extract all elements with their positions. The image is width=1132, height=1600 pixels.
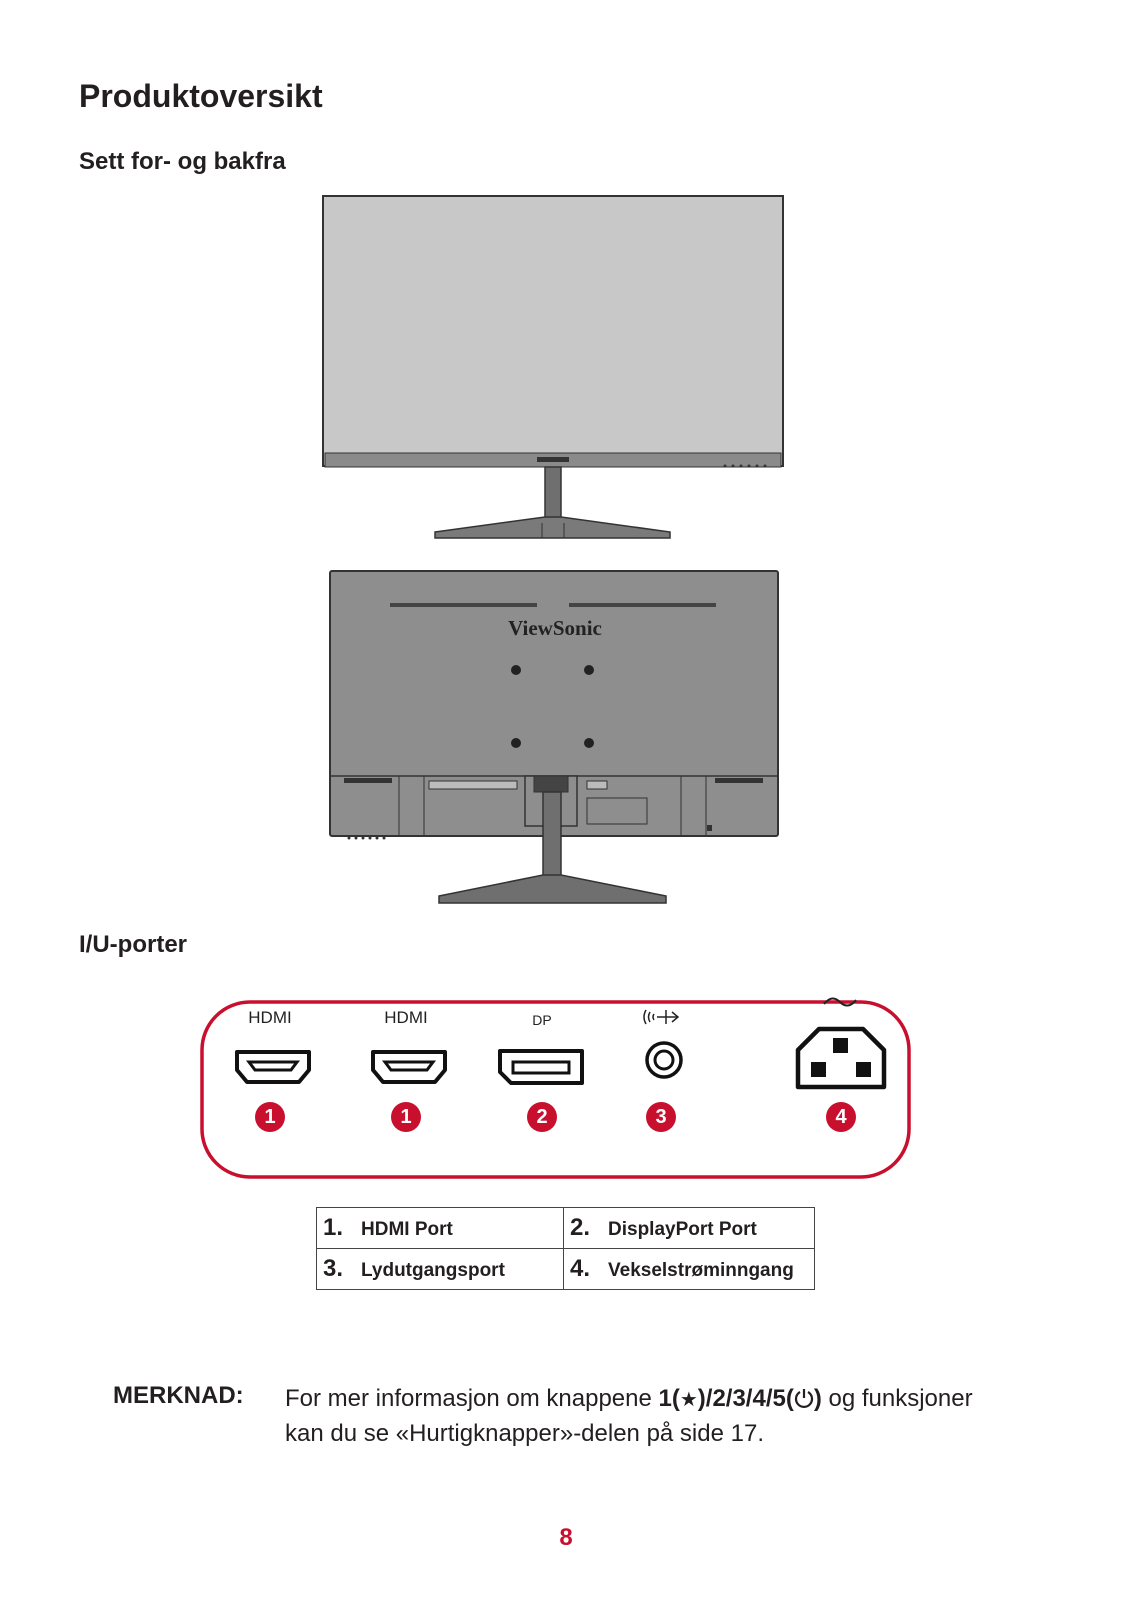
- port-badge-1: 1: [391, 1102, 421, 1132]
- legend-cell: 4. Vekselstrøminngang: [563, 1248, 815, 1290]
- legend-number: 4.: [570, 1255, 591, 1282]
- legend-number: 2.: [570, 1214, 591, 1241]
- ac-power-icon: [795, 1026, 887, 1090]
- note-buttons-3: ): [813, 1385, 822, 1412]
- legend-number: 1.: [323, 1214, 344, 1241]
- port-label-dp: DP: [532, 1012, 552, 1028]
- io-panel-border: [200, 1000, 911, 1179]
- hdmi-port-icon: [235, 1050, 311, 1084]
- legend-cell: 2. DisplayPort Port: [563, 1207, 815, 1249]
- port-label-hdmi-2: HDMI: [384, 1008, 428, 1027]
- page-number: 8: [559, 1524, 573, 1551]
- star-icon: ★: [679, 1389, 698, 1411]
- note-text-after: og funksjoner kan du se «Hurtigknapper»-…: [285, 1385, 973, 1447]
- section-heading-io-ports: I/U-porter: [79, 931, 187, 958]
- note-buttons-2: )/2/3/4/5(: [697, 1385, 794, 1412]
- port-badge-1: 1: [255, 1102, 285, 1132]
- port-badge-2: 2: [527, 1102, 557, 1132]
- note-buttons-1: 1(: [658, 1385, 680, 1412]
- port-legend-table: 1. HDMI Port 2. DisplayPort Port 3. Lydutga…: [316, 1207, 815, 1290]
- note-text: For mer informasjon om knappene 1(★)/2/3…: [285, 1382, 985, 1451]
- legend-cell: 1. HDMI Port: [316, 1207, 564, 1249]
- legend-label: Vekselstrøminngang: [608, 1260, 794, 1281]
- note-heading: MERKNAD:: [113, 1382, 244, 1409]
- legend-label: HDMI Port: [361, 1219, 453, 1240]
- power-icon: [794, 1389, 813, 1409]
- table-row: 1. HDMI Port 2. DisplayPort Port: [316, 1207, 815, 1249]
- note-text-before: For mer informasjon om knappene: [285, 1385, 659, 1412]
- monitor-back-illustration: ViewSonic: [329, 570, 779, 904]
- section-heading-front-back: Sett for- og bakfra: [79, 148, 286, 175]
- monitor-front-illustration: [322, 195, 784, 539]
- displayport-icon: [498, 1049, 584, 1085]
- legend-cell: 3. Lydutgangsport: [316, 1248, 564, 1290]
- ac-symbol-icon: [823, 997, 857, 1007]
- back-brand-logo: ViewSonic: [508, 616, 602, 640]
- port-label-hdmi-1: HDMI: [248, 1008, 292, 1027]
- legend-number: 3.: [323, 1255, 344, 1282]
- hdmi-port-icon: [371, 1050, 447, 1084]
- audio-out-icon: [645, 1041, 683, 1079]
- port-badge-4: 4: [826, 1102, 856, 1132]
- audio-out-symbol-icon: [643, 1009, 680, 1025]
- legend-label: Lydutgangsport: [361, 1260, 505, 1281]
- table-row: 3. Lydutgangsport 4. Vekselstrøminngang: [316, 1248, 815, 1290]
- io-ports-panel: HDMI HDMI DP 1 1 2 3 4: [200, 997, 927, 1182]
- page-title: Produktoversikt: [79, 78, 323, 114]
- port-badge-3: 3: [646, 1102, 676, 1132]
- legend-label: DisplayPort Port: [608, 1219, 757, 1240]
